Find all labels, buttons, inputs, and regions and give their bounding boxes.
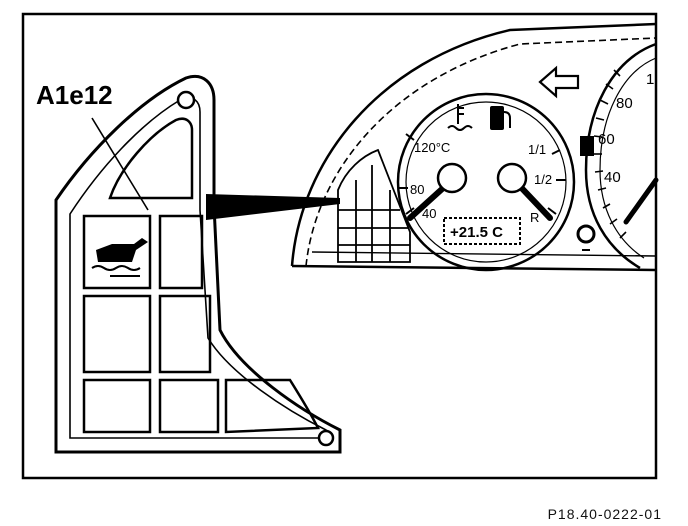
mounting-hole: [176, 90, 196, 110]
mounting-hole: [317, 429, 335, 447]
callout-label: A1e12: [36, 80, 113, 110]
oil-level-icon: [91, 238, 148, 277]
speedometer-needle: [623, 177, 659, 225]
speedometer-tick-label: 1: [646, 71, 654, 88]
reset-knob-icon: [576, 224, 596, 251]
speedometer: 1 80 60 40: [580, 42, 659, 270]
speedometer-tick-label: 60: [598, 131, 615, 148]
fuel-tick-label: R: [530, 210, 539, 225]
callout-leader-line: [91, 117, 149, 211]
temperature-tick-label: 80: [410, 182, 424, 197]
speedometer-tick-label: 80: [616, 95, 633, 112]
turn-signal-left-icon: [538, 65, 580, 99]
speedometer-lamp: [580, 136, 594, 156]
outside-temp-display-frame: [443, 217, 521, 245]
fuel-pump-icon: [490, 106, 511, 130]
magnification-connector: [206, 194, 340, 220]
fuel-needle-hub: [496, 162, 528, 194]
coolant-temperature-icon: [447, 104, 473, 131]
temperature-tick-label: 120°C: [414, 140, 450, 155]
figure-code: P18.40-0222-01: [547, 506, 662, 522]
combination-gauge: 120°C 80 40 1/1 1/2 R +21.5 C: [396, 92, 576, 272]
lamp-panel-detail: [54, 75, 342, 454]
temperature-tick-label: 40: [422, 206, 436, 221]
cluster-lamp-grid: [337, 148, 411, 263]
temperature-needle-hub: [436, 162, 468, 194]
fuel-tick-label: 1/2: [534, 172, 552, 187]
outside-temp-display: +21.5 C: [450, 224, 503, 241]
speedometer-tick-label: 40: [604, 169, 621, 186]
fuel-tick-label: 1/1: [528, 142, 546, 157]
figure-frame: [21, 12, 658, 480]
